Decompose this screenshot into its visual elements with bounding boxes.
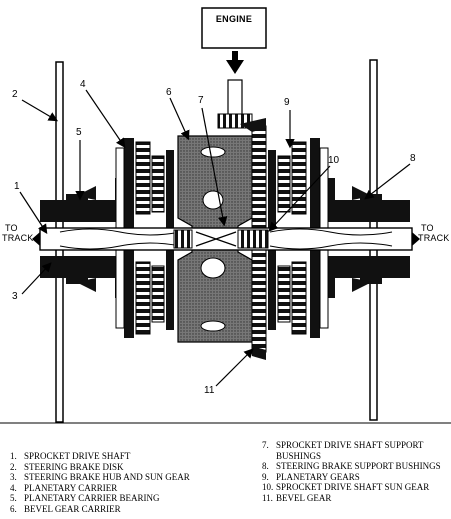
leader-3 — [21, 262, 52, 295]
legend-item: 7.SPROCKET DRIVE SHAFT SUPPORT BUSHINGS — [262, 440, 424, 461]
callout-6: 6 — [166, 87, 172, 98]
legend-item: 5.PLANETARY CARRIER BEARING — [10, 493, 160, 503]
leader-4 — [85, 89, 126, 148]
right-planet-gear-upper — [291, 141, 307, 215]
shaft-upper-wave-r — [269, 228, 393, 236]
right-sun-gear-upper — [277, 155, 291, 213]
callout-1: 1 — [14, 181, 20, 192]
callout-3: 3 — [12, 291, 18, 302]
bevel-gear-bottom-edge — [252, 346, 266, 360]
left-sun-gear-lower — [151, 265, 165, 323]
leader-8 — [364, 163, 411, 200]
carrier-hole-3 — [200, 257, 226, 279]
legend-item: 8.STEERING BRAKE SUPPORT BUSHINGS — [262, 461, 441, 471]
shaft-upper-wave — [59, 228, 181, 236]
callout-7: 7 — [198, 95, 204, 106]
legend-item: 2.STEERING BRAKE DISK — [10, 461, 124, 472]
callout-9: 9 — [284, 97, 290, 108]
right-bearing-bottom — [352, 278, 372, 292]
left-planet-gear-upper — [135, 141, 151, 215]
legend-right: 7.SPROCKET DRIVE SHAFT SUPPORT BUSHINGS … — [262, 440, 450, 503]
leader-11 — [215, 348, 254, 387]
center-left-bushing — [173, 229, 193, 249]
right-sun-gear-lower — [277, 265, 291, 323]
legend-item: 4.PLANETARY CARRIER — [10, 482, 118, 493]
carrier-hole-1 — [200, 146, 226, 158]
engine-arrow-head — [226, 60, 244, 74]
leader-2 — [21, 99, 59, 122]
callout-10: 10 — [328, 155, 340, 166]
legend-item: 1.SPROCKET DRIVE SHAFT — [10, 451, 131, 461]
leader-lines — [19, 89, 411, 387]
left-sun-gear-upper — [151, 155, 165, 213]
callout-8: 8 — [410, 153, 416, 164]
center-x-cross — [195, 231, 237, 247]
callout-2: 2 — [12, 89, 18, 100]
right-shaft-arrow — [412, 232, 420, 246]
right-hub-flange-bottom — [360, 276, 382, 284]
legend-item: 11.BEVEL GEAR — [262, 492, 332, 503]
legend-item: 6.BEVEL GEAR CARRIER — [10, 503, 121, 514]
legend-item: 9.PLANETARY GEARS — [262, 471, 360, 482]
left-hub-flange-bottom — [66, 276, 88, 284]
engine-label: ENGINE — [215, 14, 253, 24]
carrier-hole-4 — [200, 320, 226, 332]
sprocket-drive-shaft — [39, 227, 413, 251]
center-right-bushing — [237, 229, 269, 249]
to-track-right: TO TRACK — [418, 223, 450, 243]
shaft-lower-wave — [59, 242, 181, 250]
bevel-gear-top-edge — [240, 118, 266, 132]
leader-10 — [268, 165, 331, 232]
leader-1 — [19, 191, 48, 235]
leader-7 — [201, 107, 228, 227]
callout-4: 4 — [80, 79, 86, 90]
to-track-left: TO TRACK — [2, 223, 34, 243]
callout-11: 11 — [204, 385, 215, 396]
callout-5: 5 — [76, 127, 82, 138]
leader-6 — [169, 97, 190, 141]
engine-box — [201, 7, 267, 49]
legend-item: 3.STEERING BRAKE HUB AND SUN GEAR — [10, 472, 190, 482]
left-bearing-bottom — [76, 278, 96, 292]
left-planet-gear-lower — [135, 261, 151, 335]
right-planet-gear-lower — [291, 261, 307, 335]
legend-item: 10.SPROCKET DRIVE SHAFT SUN GEAR — [262, 482, 430, 492]
legend-left: 1.SPROCKET DRIVE SHAFT 2.STEERING BRAKE … — [10, 451, 240, 514]
left-shaft-arrow — [32, 232, 40, 246]
engine-arrow-shaft — [232, 51, 238, 61]
shaft-lower-wave-r — [269, 242, 393, 250]
